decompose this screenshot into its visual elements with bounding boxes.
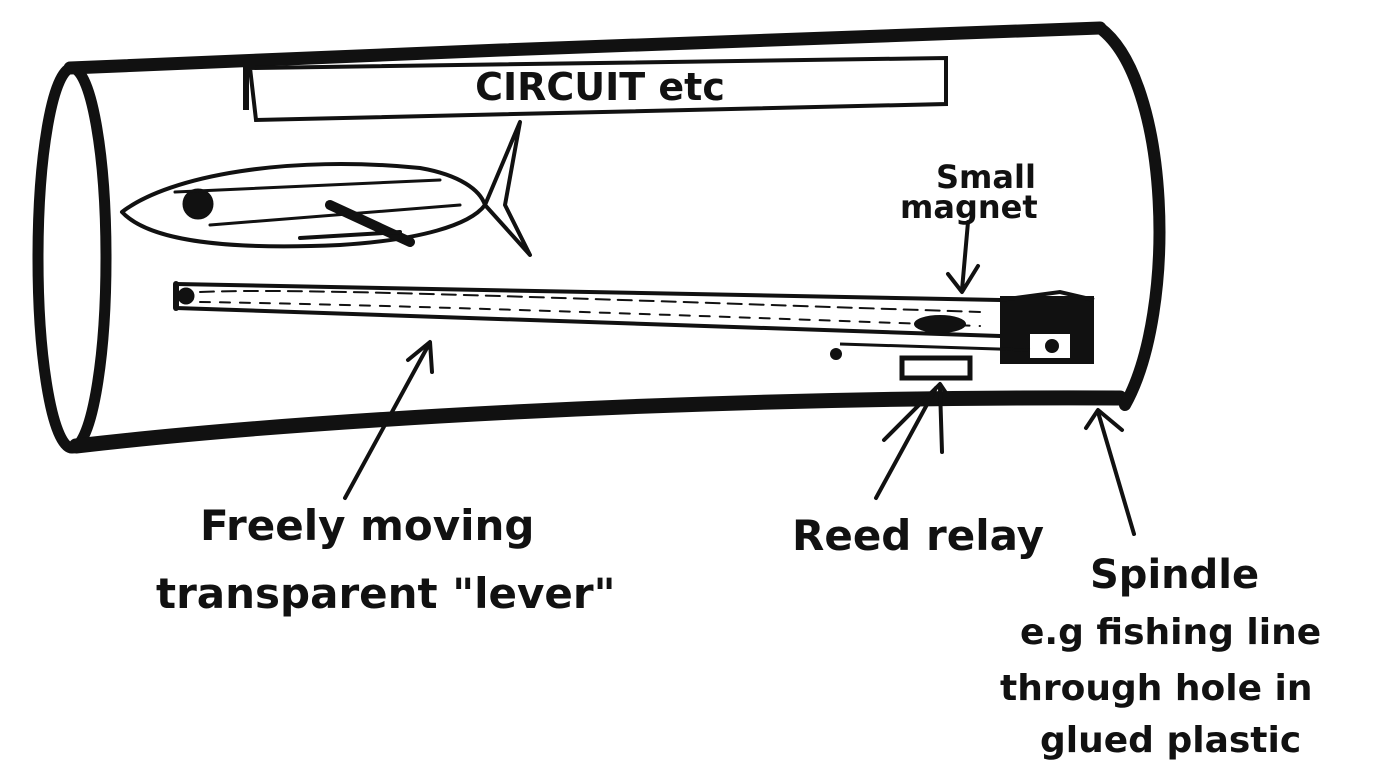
circuit-box: CIRCUIT etc	[243, 55, 948, 123]
reed-relay-arrow-2	[938, 386, 944, 454]
spindle-label-line4: glued plastic	[1040, 720, 1301, 761]
tube-right-end	[1094, 22, 1166, 411]
label-arrows	[343, 220, 1136, 536]
tube	[32, 21, 1166, 454]
tube-bottom-edge	[68, 390, 1128, 454]
circuit-box-label: CIRCUIT etc	[475, 65, 725, 109]
lever-label-line2: transparent "lever"	[156, 569, 615, 618]
pivot-knot	[830, 348, 842, 360]
spindle-arrow	[1096, 410, 1136, 536]
reed-relay-arrow-1	[874, 386, 938, 500]
lever-rod	[173, 281, 1002, 338]
small-magnet-label-line2: magnet	[900, 188, 1038, 226]
reed-relay	[899, 355, 973, 381]
fish-icon	[120, 120, 532, 257]
spindle-label-line3: through hole in	[1000, 668, 1313, 709]
small-magnet-label-line1: Small	[936, 158, 1036, 196]
lever-arrow	[343, 344, 430, 500]
magnet-arrow	[960, 220, 970, 292]
tube-top-edge	[63, 21, 1107, 75]
spindle-block	[999, 289, 1095, 364]
tube-left-opening	[32, 62, 112, 454]
lever-label-line1: Freely moving	[200, 501, 534, 550]
magnet	[914, 315, 966, 333]
reed-relay-label: Reed relay	[792, 511, 1044, 560]
spindle-label-line1: Spindle	[1090, 552, 1259, 598]
pivot-line	[839, 342, 1031, 352]
spindle-label-line2: e.g fishing line	[1020, 612, 1321, 653]
